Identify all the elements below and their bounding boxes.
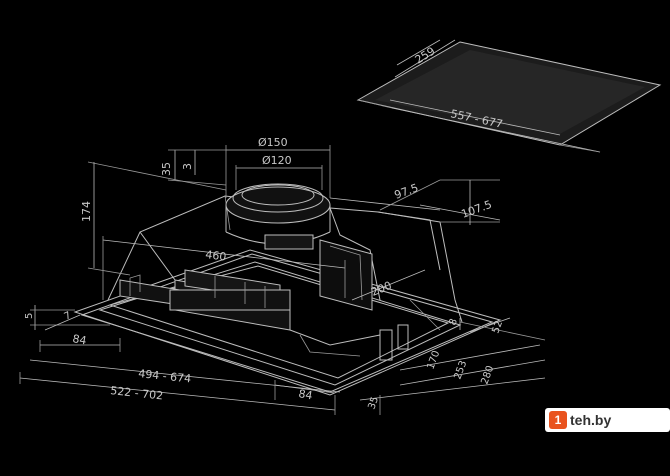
label-35: 35 [160,162,173,176]
duct-collar [225,183,331,250]
label-3: 3 [181,163,194,170]
label-84-right: 84 [297,387,313,402]
site-watermark: 1 teh.by [545,408,670,432]
label-522-702: 522 - 702 [110,384,164,402]
label-107-5: 107.5 [460,198,494,221]
filter-panel [356,39,662,153]
hood-body [73,195,502,396]
label-5: 5 [24,313,35,319]
dimension-labels: Ø150 Ø120 35 3 174 97.5 107.5 460 200 5 … [24,136,505,411]
label-494-674: 494 - 674 [138,367,192,385]
label-35-front: 35 [366,395,381,411]
label-d150: Ø150 [258,136,288,149]
label-460: 460 [205,248,227,263]
label-97-5: 97.5 [393,181,420,202]
label-52: 52 [490,319,505,335]
watermark-text: teh.by [570,412,612,428]
label-200: 200 [369,279,393,299]
label-d120: Ø120 [262,154,292,167]
label-7: 7 [63,310,73,323]
label-8: 8 [447,317,460,327]
dimension-lines [19,145,546,415]
label-280: 280 [479,364,496,386]
label-84-left: 84 [71,332,87,347]
label-174: 174 [80,201,93,222]
label-170: 170 [425,349,442,371]
watermark-badge: 1 [549,411,567,429]
label-253: 253 [452,359,469,381]
